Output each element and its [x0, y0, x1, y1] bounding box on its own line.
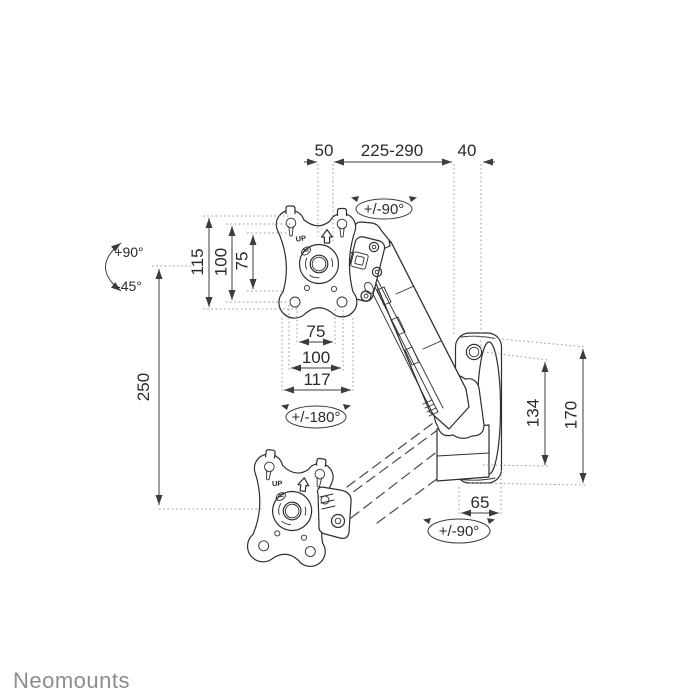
dim-reach-225-290: 225-290 [361, 141, 423, 160]
rotate-vesa-annotation: +/-180° [281, 404, 351, 429]
dim-wall-plate-width-65: 65 [471, 493, 490, 512]
dim-vesa-width-100: 100 [302, 348, 330, 367]
dim-vesa-width-75: 75 [307, 322, 326, 341]
vesa-joint-bracket [342, 221, 391, 302]
swivel-wall-label: +/-90° [439, 523, 480, 540]
dimension-wall-plate: 134 170 65 [458, 335, 587, 517]
swivel-wall-annotation: +/-90° [423, 518, 495, 544]
swivel-top-label: +/-90° [364, 201, 405, 218]
ghost-vesa-clamp [316, 486, 352, 539]
dimension-vesa-vertical: 115 100 75 [188, 215, 298, 310]
tilt-down-label: -45° [116, 278, 142, 294]
tilt-up-label: +90° [114, 244, 143, 260]
brand-logo: Neomounts [13, 668, 130, 693]
dimension-drop-250: 250 [134, 265, 263, 510]
rotate-vesa-label: +/-180° [292, 409, 341, 426]
tilt-annotation: +90° -45° [105, 242, 144, 294]
dim-vesa-height-100: 100 [212, 248, 231, 276]
dim-wall-depth-40: 40 [458, 141, 477, 160]
dim-drop-250: 250 [134, 373, 153, 401]
dim-wall-holes-134: 134 [524, 399, 543, 427]
dimension-vesa-horizontal: 75 100 117 [281, 305, 354, 394]
dim-offset-50: 50 [315, 141, 334, 160]
dim-vesa-width-117: 117 [303, 370, 330, 389]
dim-wall-plate-170: 170 [562, 401, 581, 429]
dim-vesa-height-75: 75 [233, 252, 252, 271]
swivel-top-annotation: +/-90° [351, 196, 417, 220]
gas-spring-arm [363, 234, 470, 430]
dimension-top-chain: 50 225-290 40 [304, 141, 495, 350]
ghost-arm-dashed [340, 408, 457, 524]
dim-vesa-height-115: 115 [188, 248, 207, 275]
upper-vesa-plate [275, 205, 358, 319]
